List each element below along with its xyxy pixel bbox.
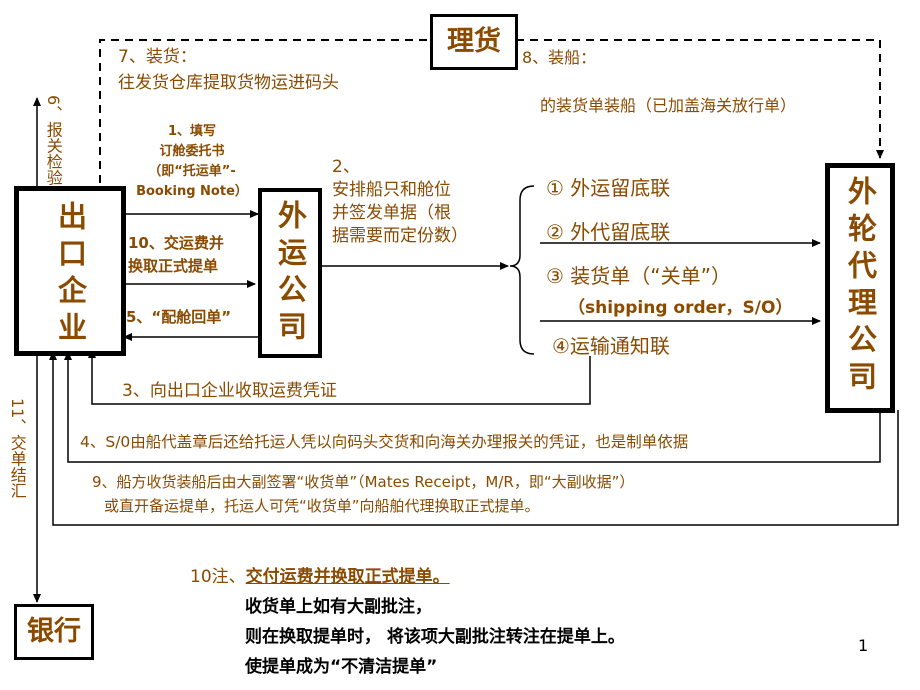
export-company-label: 出口企业	[19, 201, 121, 349]
step-2-line-1: 2、	[332, 157, 360, 177]
note-title: 10注、交付运费并换取正式提单。	[190, 562, 625, 592]
step-6-label: 6、报关检验	[43, 95, 63, 186]
foreign-agent-node: 外轮代理公司	[825, 163, 895, 413]
step-2-line-4: 据需要而定份数）	[332, 226, 468, 246]
dashed-route-7-8	[99, 39, 880, 183]
arrow-4	[64, 351, 881, 463]
brace	[509, 185, 535, 355]
step-3-label: 3、向出口企业收取运费凭证	[122, 381, 337, 401]
step-9-line-2: 或直开备运提单，托运人可凭“收货单”向船舶代理换取正式提单。	[104, 497, 540, 515]
step-6-text: 6、报关检验	[43, 95, 63, 186]
doc-3-en: （shipping order，S/O）	[568, 298, 793, 318]
doc-1: ① 外运留底联	[546, 176, 671, 200]
step-2-line-3: 并签发单据（根	[332, 203, 451, 223]
step-5-label: 5、“配舱回单”	[126, 308, 232, 326]
step-1-line-2: 订舱委托书	[159, 144, 225, 159]
step-7-title: 7、装货：	[118, 47, 197, 67]
step-4-label: 4、S/0由船代盖章后还给托运人凭以向码头交货和向海关办理报关的凭证，也是制单依…	[80, 433, 689, 451]
step-9-label: 9、船方收货装船后由大副签署“收货单”（Mates Receipt，M/R，即“…	[92, 470, 634, 518]
step-10-label: 10、交运费并 换取正式提单	[128, 232, 224, 278]
note-line-2: 则在换取提单时， 将该项大副批注转注在提单上。	[245, 627, 625, 647]
note-line-1: 收货单上如有大副批注，	[245, 597, 432, 617]
shipping-agent-label: 外运公司	[262, 200, 318, 348]
arrow-3	[88, 349, 591, 405]
bank-text: 银行	[27, 616, 81, 647]
export-company-text: 出口企业	[53, 201, 88, 349]
step-11-label: 11、交单结汇	[7, 398, 27, 499]
step-8-title: 8、装船：	[522, 48, 597, 67]
foreign-agent-label: 外轮代理公司	[830, 176, 890, 398]
cargo-handling-node: 理货	[430, 14, 518, 70]
step-8-label: 8、装船：	[522, 44, 596, 68]
step-2-line-2: 安排船只和舱位	[332, 180, 451, 200]
note-line-3: 使提单成为“不清洁提单”	[245, 657, 438, 677]
note-title-prefix: 10注、	[190, 567, 246, 587]
step-1-line-3: （即“托运单”-	[148, 164, 236, 179]
doc-3: ③ 装货单（“关单”）	[546, 264, 732, 288]
export-company-node: 出口企业	[14, 186, 126, 356]
doc-4: ④运输通知联	[552, 334, 670, 358]
foreign-agent-text: 外轮代理公司	[843, 176, 878, 398]
step-1-line-4: Booking Note）	[136, 184, 248, 199]
cargo-handling-text: 理货	[447, 26, 501, 57]
step-9-line-1: 9、船方收货装船后由大副签署“收货单”（Mates Receipt，M/R，即“…	[92, 473, 635, 491]
doc-2: ② 外代留底联	[546, 220, 671, 244]
note-title-main: 交付运费并换取正式提单。	[245, 567, 450, 587]
shipping-agent-node: 外运公司	[258, 188, 322, 358]
step-1-line-1: 1、填写	[167, 124, 217, 139]
step-2-label: 2、 安排船只和舱位 并签发单据（根 据需要而定份数）	[332, 156, 468, 248]
step-7-desc: 往发货仓库提取货物运进码头	[118, 73, 339, 93]
arrow-9	[49, 351, 899, 526]
page-number: 1	[858, 636, 869, 655]
step-7-label: 7、装货： 往发货仓库提取货物运进码头	[118, 44, 339, 96]
step-10-line-1: 10、交运费并	[128, 234, 224, 252]
note-block: 10注、交付运费并换取正式提单。 收货单上如有大副批注， 则在换取提单时， 将该…	[190, 562, 625, 682]
bank-node: 银行	[14, 604, 94, 660]
step-11-text: 11、交单结汇	[7, 398, 27, 499]
shipping-agent-text: 外运公司	[273, 200, 308, 348]
step-10-line-2: 换取正式提单	[128, 257, 219, 275]
step-1-label: 1、填写 订舱委托书 （即“托运单”- Booking Note）	[132, 122, 252, 202]
step-8-desc: 的装货单装船（已加盖海关放行单）	[540, 96, 797, 115]
